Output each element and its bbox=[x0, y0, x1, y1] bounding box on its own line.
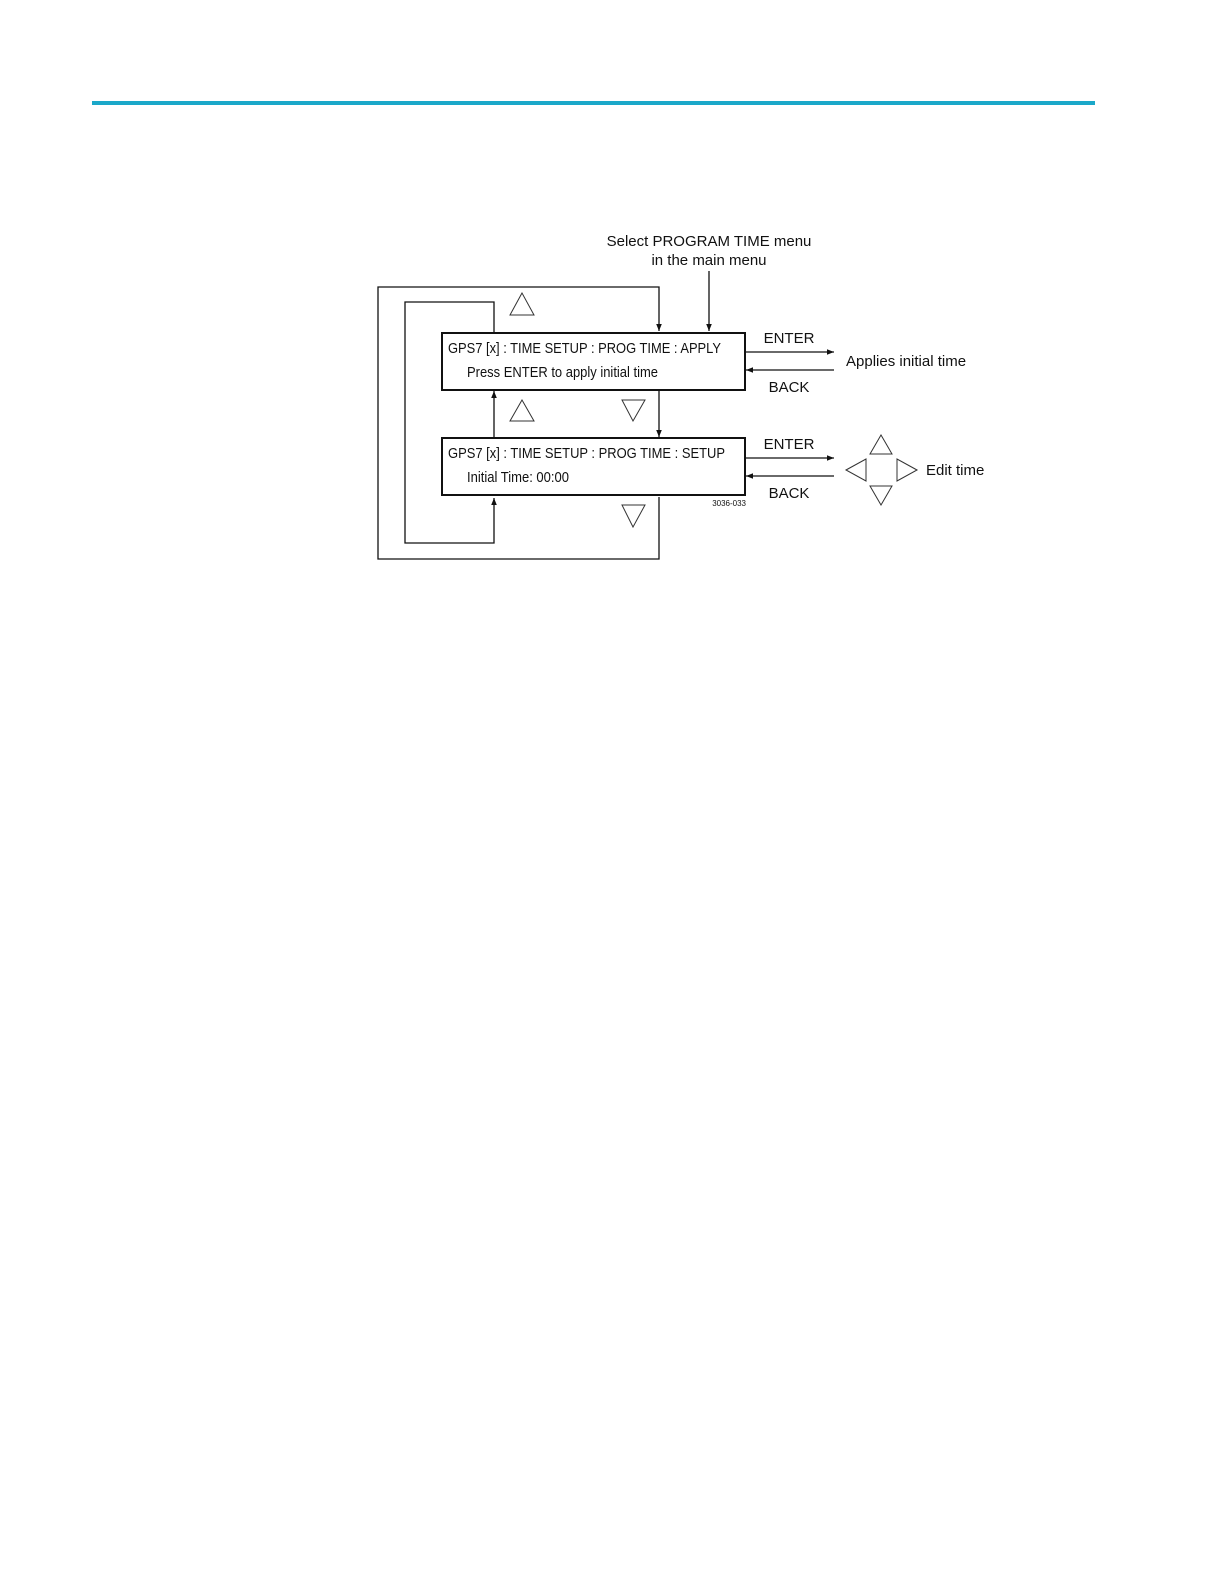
entry-label-line1: Select PROGRAM TIME menu bbox=[607, 233, 812, 250]
apply-box-line: Press ENTER to apply initial time bbox=[467, 364, 658, 381]
apply-back-label: BACK bbox=[769, 379, 810, 396]
apply-box-title: GPS7 [x] : TIME SETUP : PROG TIME : APPL… bbox=[448, 340, 721, 357]
apply-enter-label: ENTER bbox=[764, 330, 815, 347]
down-arrow-icon bbox=[622, 505, 645, 527]
up-arrow-icon bbox=[510, 293, 534, 315]
applies-result-label: Applies initial time bbox=[846, 353, 966, 370]
setup-enter-label: ENTER bbox=[764, 436, 815, 453]
outer-loop-line bbox=[378, 287, 659, 559]
setup-box-line: Initial Time: 00:00 bbox=[467, 469, 569, 486]
setup-back-label: BACK bbox=[769, 485, 810, 502]
up-arrow-icon bbox=[510, 400, 534, 421]
setup-box-title: GPS7 [x] : TIME SETUP : PROG TIME : SETU… bbox=[448, 445, 725, 462]
entry-label-line2: in the main menu bbox=[651, 252, 766, 269]
down-arrow-icon bbox=[870, 486, 892, 505]
edit-result-label: Edit time bbox=[926, 462, 984, 479]
right-arrow-icon bbox=[897, 459, 917, 481]
figure-id: 3036-033 bbox=[712, 499, 746, 508]
down-arrow-icon bbox=[622, 400, 645, 421]
left-arrow-icon bbox=[846, 459, 866, 481]
up-arrow-icon bbox=[870, 435, 892, 454]
